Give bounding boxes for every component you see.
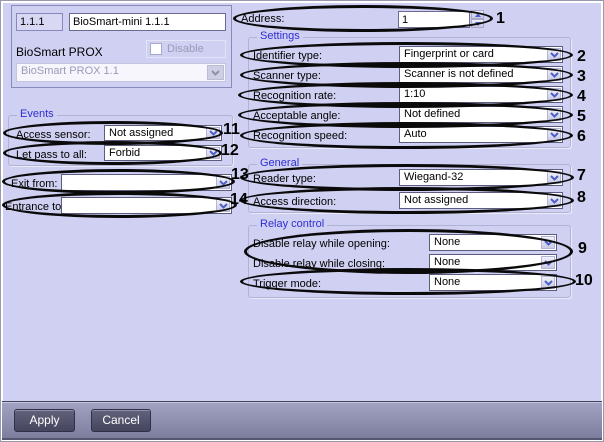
relay-closing-select[interactable]: None — [429, 254, 557, 271]
recognition-speed-select[interactable]: Auto — [399, 126, 563, 143]
access-direction-select[interactable]: Not assigned — [399, 192, 563, 209]
chevron-down-icon[interactable] — [206, 147, 220, 159]
chevron-down-icon[interactable] — [206, 127, 220, 139]
trigger-mode-select[interactable]: None — [429, 274, 557, 291]
recognition-rate-value: 1:10 — [404, 88, 426, 100]
access-direction-label: Access direction: — [253, 196, 337, 208]
address-spinner — [471, 10, 484, 28]
reader-type-select[interactable]: Wiegand-32 — [399, 169, 563, 186]
disable-checkbox — [150, 43, 162, 55]
relay-opening-value: None — [434, 236, 461, 248]
access-sensor-label: Access sensor: — [16, 129, 91, 141]
group-events-title: Events — [17, 108, 57, 120]
relay-closing-label: Disable relay while closing: — [253, 258, 386, 270]
acceptable-angle-value: Not defined — [404, 108, 461, 120]
chevron-down-icon[interactable] — [547, 68, 561, 81]
chevron-down-icon[interactable] — [541, 256, 555, 269]
callout-number-10: 10 — [575, 272, 593, 289]
access-direction-value: Not assigned — [404, 194, 469, 206]
let-pass-value: Forbid — [109, 147, 141, 159]
chevron-down-icon[interactable] — [216, 199, 230, 212]
chevron-down-icon[interactable] — [547, 171, 561, 184]
device-id-field[interactable] — [16, 13, 63, 31]
reader-type-value: Wiegand-32 — [404, 171, 464, 183]
callout-number-9: 9 — [578, 240, 587, 257]
callout-number-8: 8 — [577, 189, 586, 206]
entrance-to-select[interactable] — [61, 197, 232, 214]
relay-opening-select[interactable]: None — [429, 234, 557, 251]
callout-number-7: 7 — [577, 167, 586, 184]
acceptable-angle-select[interactable]: Not defined — [399, 106, 563, 123]
chevron-down-icon[interactable] — [541, 236, 555, 249]
apply-button[interactable]: Apply — [14, 409, 75, 432]
relay-closing-value: None — [434, 256, 461, 268]
callout-number-11: 11 — [223, 121, 240, 138]
callout-number-3: 3 — [577, 68, 586, 85]
disable-checkbox-group: Disable — [146, 40, 226, 58]
chevron-down-icon[interactable] — [547, 194, 561, 207]
cancel-button[interactable]: Cancel — [91, 409, 151, 432]
group-events: Events — [8, 108, 233, 166]
scanner-type-value: Scanner is not defined — [404, 68, 514, 80]
identifier-type-label: Identifier type: — [253, 50, 323, 62]
chevron-down-icon — [207, 65, 224, 80]
chevron-down-icon[interactable] — [547, 88, 561, 101]
parent-device-value: BioSmart PROX 1.1 — [21, 65, 119, 77]
access-sensor-select[interactable]: Not assigned — [104, 125, 222, 141]
spinner-down-icon[interactable] — [471, 19, 484, 28]
device-info-panel: BioSmart PROX Disable BioSmart PROX 1.1 — [11, 5, 232, 88]
group-settings-title: Settings — [257, 30, 303, 42]
recognition-rate-select[interactable]: 1:10 — [399, 86, 563, 103]
spinner-up-icon[interactable] — [471, 10, 484, 19]
chevron-down-icon[interactable] — [541, 276, 555, 289]
access-sensor-value: Not assigned — [109, 127, 174, 139]
identifier-type-select[interactable]: Fingerprint or card — [399, 46, 563, 63]
group-relay-control-title: Relay control — [257, 218, 328, 230]
trigger-mode-value: None — [434, 276, 461, 288]
recognition-rate-label: Recognition rate: — [253, 90, 337, 102]
callout-number-6: 6 — [577, 128, 586, 145]
chevron-down-icon[interactable] — [547, 108, 561, 121]
recognition-speed-label: Recognition speed: — [253, 130, 348, 142]
disable-checkbox-label: Disable — [167, 43, 204, 55]
entrance-to-label: Entrance to: — [5, 201, 65, 213]
let-pass-select[interactable]: Forbid — [104, 145, 222, 161]
let-pass-label: Let pass to all: — [16, 149, 87, 161]
identifier-type-value: Fingerprint or card — [404, 48, 494, 60]
address-input[interactable] — [398, 11, 470, 28]
button-bar: Apply Cancel — [2, 401, 602, 440]
callout-number-14: 14 — [230, 191, 248, 208]
callout-number-12: 12 — [221, 142, 239, 159]
parent-device-select: BioSmart PROX 1.1 — [16, 63, 226, 82]
scanner-type-select[interactable]: Scanner is not defined — [399, 66, 563, 83]
chevron-down-icon[interactable] — [547, 48, 561, 61]
device-name-field[interactable] — [69, 13, 226, 31]
device-type-label: BioSmart PROX — [16, 45, 103, 59]
callout-number-1: 1 — [496, 10, 505, 27]
callout-number-2: 2 — [577, 48, 586, 65]
chevron-down-icon[interactable] — [216, 176, 230, 189]
scanner-type-label: Scanner type: — [253, 70, 321, 82]
callout-number-5: 5 — [577, 108, 586, 125]
recognition-speed-value: Auto — [404, 128, 427, 140]
reader-type-label: Reader type: — [253, 173, 316, 185]
group-general-title: General — [257, 157, 303, 169]
exit-from-label: Exit from: — [11, 178, 58, 190]
callout-number-13: 13 — [231, 166, 249, 183]
address-label: Address: — [241, 13, 285, 25]
chevron-down-icon[interactable] — [547, 128, 561, 141]
acceptable-angle-label: Acceptable angle: — [253, 110, 341, 122]
callout-number-4: 4 — [577, 88, 586, 105]
relay-opening-label: Disable relay while opening: — [253, 238, 390, 250]
trigger-mode-label: Trigger mode: — [253, 278, 322, 290]
exit-from-select[interactable] — [61, 174, 232, 191]
